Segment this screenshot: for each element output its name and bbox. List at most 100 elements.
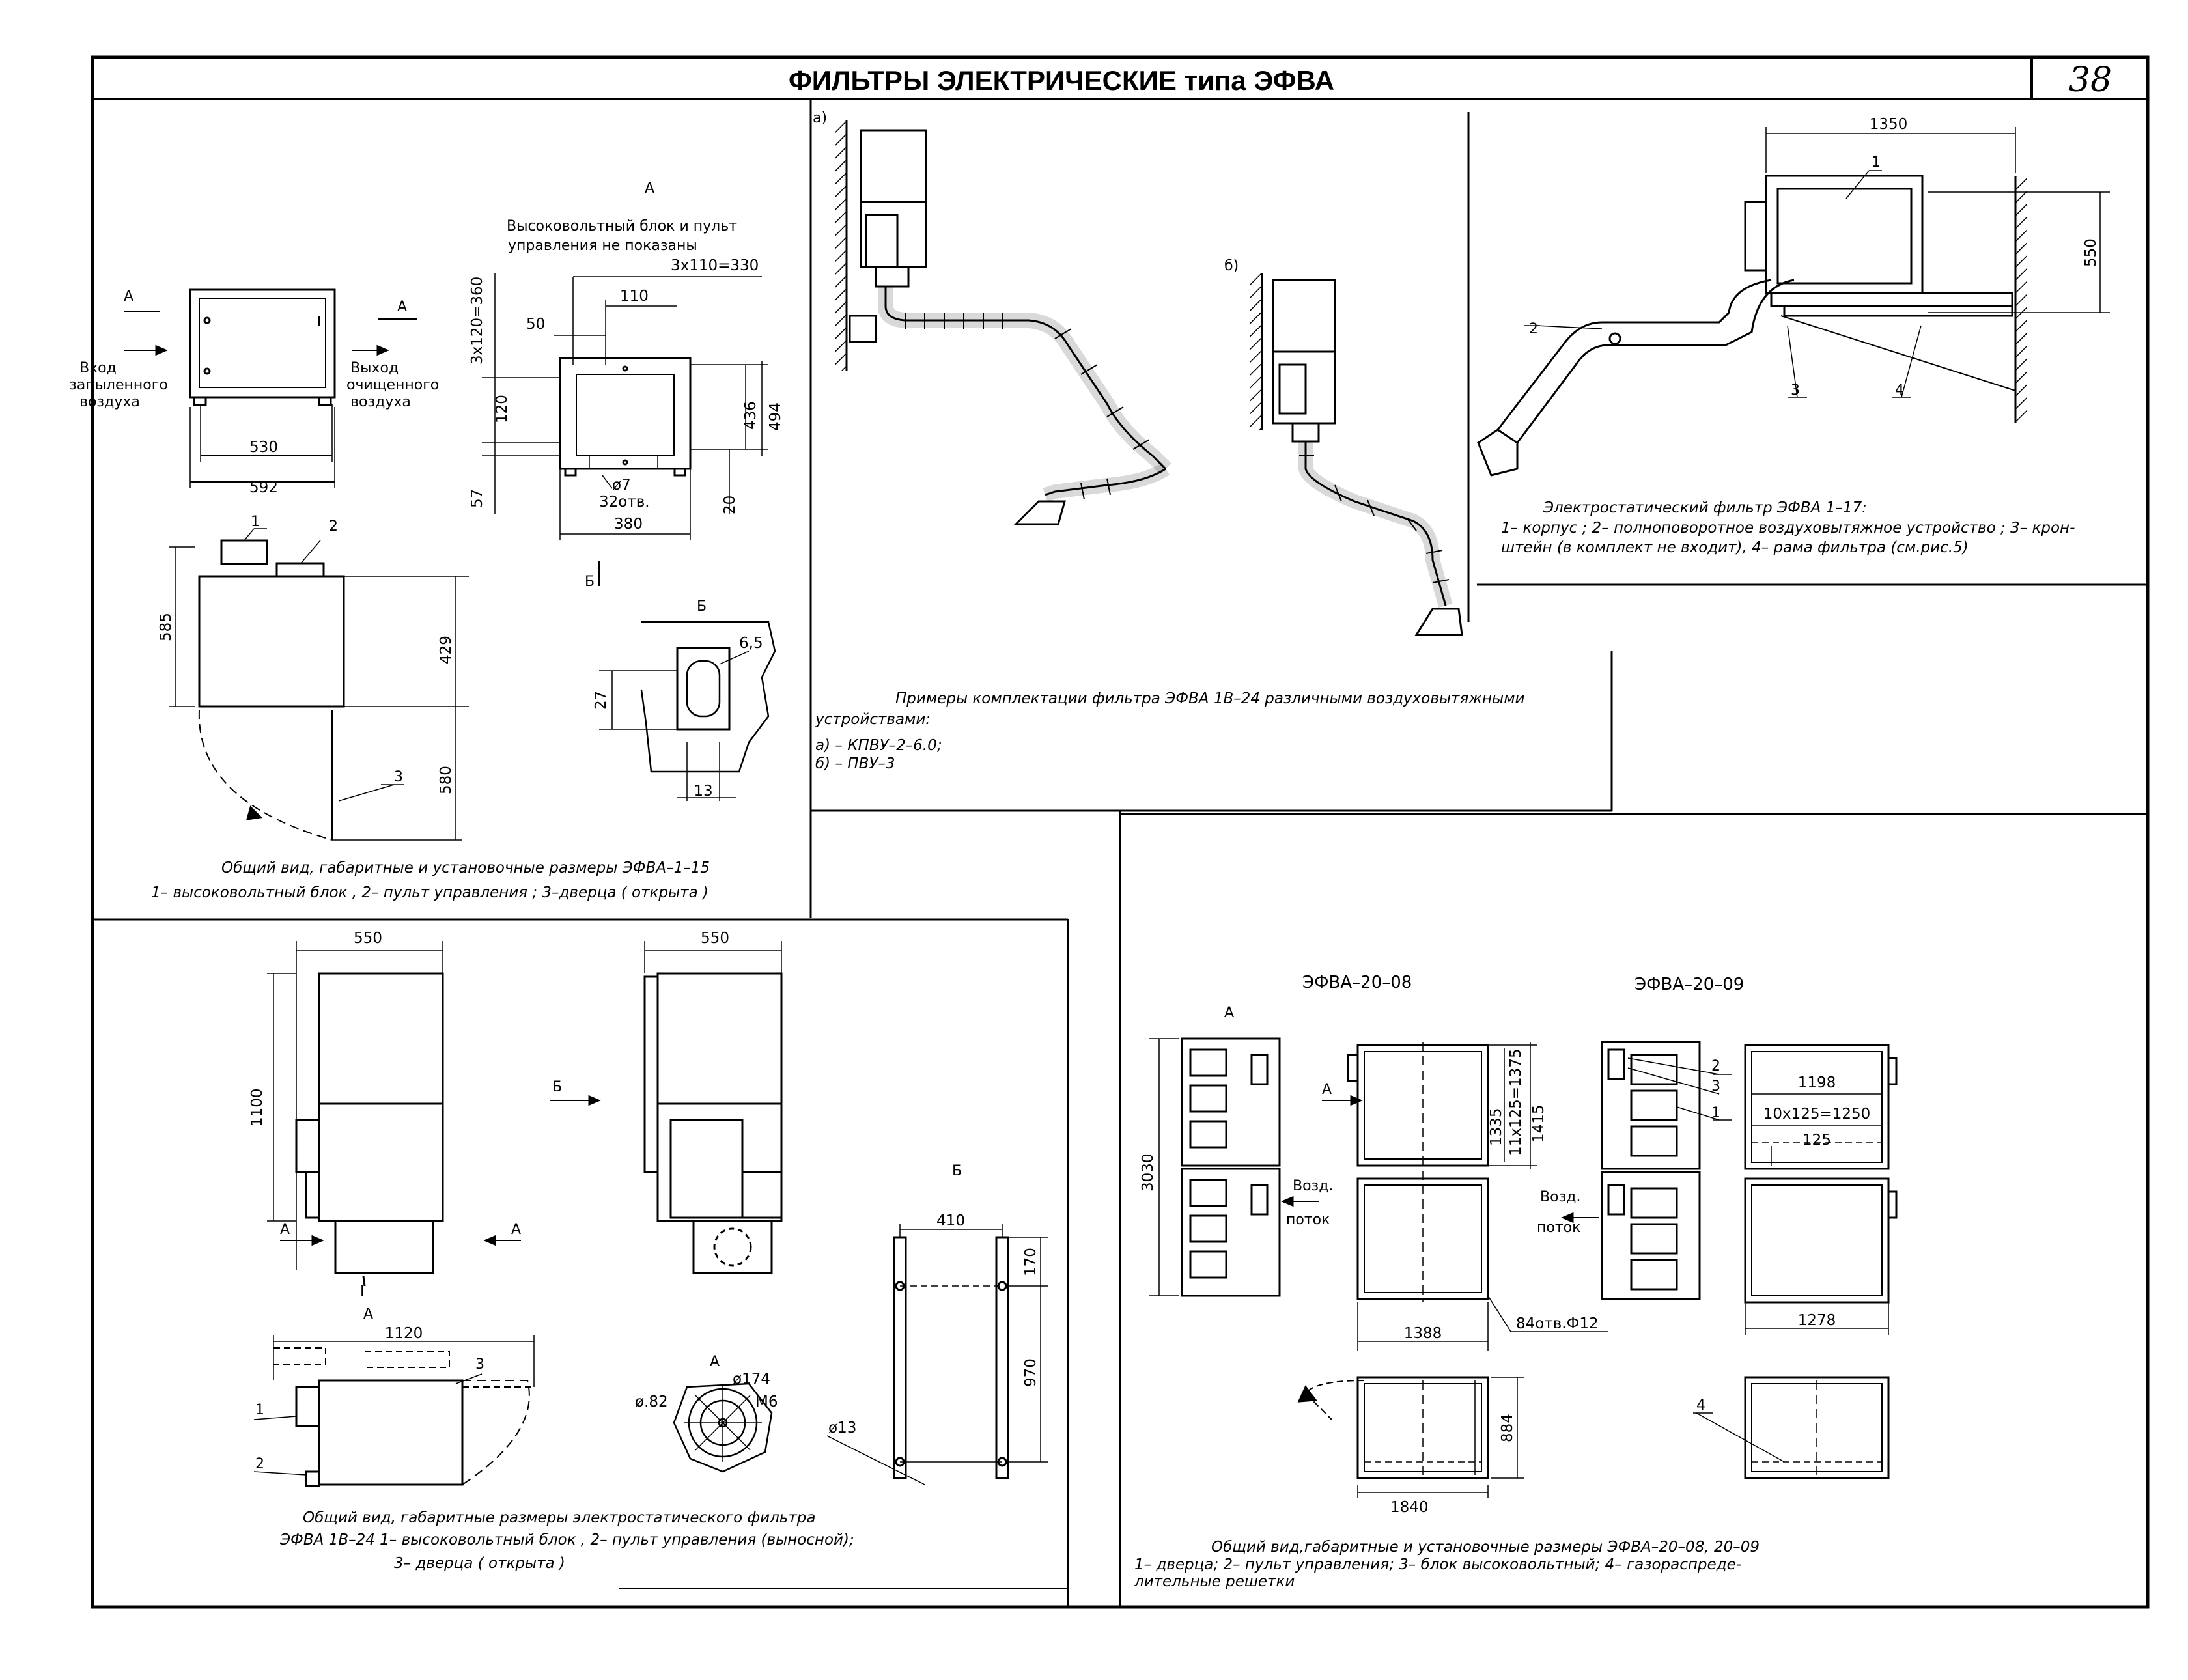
arrow-b: Б — [552, 1079, 562, 1095]
dim-1100: 1100 — [249, 1088, 266, 1127]
sheet-title: ФИЛЬТРЫ ЭЛЕКТРИЧЕСКИЕ типа ЭФВА — [789, 65, 1334, 96]
view-a-label: А — [645, 180, 654, 197]
dim-530: 530 — [249, 439, 278, 456]
dim-1198: 1198 — [1798, 1074, 1836, 1091]
flange-view-label: А — [710, 1354, 720, 1370]
callout-1: 1 — [251, 514, 260, 530]
efva-1-17-drawing — [1477, 127, 2110, 477]
panel3-caption-2: 1– корпус ; 2– полноповоротное воздуховы… — [1501, 520, 2075, 537]
inlet-label-2: запыленного — [69, 377, 168, 393]
front-views-efva-1v-24 — [267, 941, 783, 1287]
flow-left-1: Возд. — [1293, 1178, 1333, 1194]
caption-line-2: 1– высоковольтный блок , 2– пульт управл… — [151, 884, 708, 901]
dim-holes: 84отв.Ф12 — [1516, 1315, 1599, 1332]
panel-efva-1-15: А А Вход запыленного воздуха Выход очище… — [69, 180, 784, 901]
dim-1350: 1350 — [1870, 116, 1908, 133]
callout-2: 2 — [329, 518, 338, 535]
panel-dividers — [92, 99, 2148, 1607]
dim-550-right: 550 — [701, 930, 729, 947]
mark-i: I — [360, 1283, 365, 1300]
dim-11x125: 11x125=1375 — [1508, 1048, 1524, 1156]
dim-1335: 1335 — [1488, 1108, 1505, 1146]
dim-436: 436 — [742, 401, 759, 430]
dim-27: 27 — [593, 691, 610, 710]
arrow-a-left: А — [124, 288, 133, 305]
dim-580: 580 — [438, 766, 455, 794]
note-line-1: Высоковольтный блок и пульт — [507, 218, 737, 234]
dim-592: 592 — [249, 479, 278, 496]
panel4-caption-1: Общий вид, габаритные размеры электроста… — [303, 1509, 815, 1526]
view-a-label: А — [363, 1306, 373, 1323]
dim-50: 50 — [526, 316, 545, 333]
dim-1120: 1120 — [385, 1325, 423, 1342]
dim-550: 550 — [2083, 238, 2099, 267]
panel2-caption-4: б) – ПВУ–3 — [815, 755, 895, 772]
outlet-label-1: Выход — [350, 360, 399, 376]
dim-1415: 1415 — [1530, 1104, 1547, 1143]
dim-hole-diameter: ø7 — [612, 477, 631, 494]
panel3-caption-1: Электростатический фильтр ЭФВА 1–17: — [1543, 499, 1867, 516]
callout-4: 4 — [1895, 382, 1904, 399]
panel5-caption-3: лительные решетки — [1134, 1573, 1295, 1590]
arrow-a-right: А — [397, 299, 407, 315]
plan-view-a — [482, 273, 768, 540]
callout-3: 3 — [1711, 1078, 1720, 1095]
callout-2: 2 — [1529, 321, 1538, 337]
view-a-label: А — [1224, 1005, 1234, 1021]
panel-efva-1-17: 1350 550 1 2 3 4 Электростатический филь… — [1477, 116, 2110, 556]
dim-1840: 1840 — [1390, 1499, 1429, 1516]
dim-170: 170 — [1022, 1248, 1039, 1276]
flange-detail — [673, 1382, 773, 1473]
callout-1: 1 — [255, 1402, 264, 1418]
callout-1: 1 — [1872, 154, 1881, 171]
label-a: а) — [813, 110, 827, 126]
dim-970: 970 — [1022, 1358, 1039, 1387]
note-line-2: управления не показаны — [508, 238, 697, 254]
side-view-efva-1-15 — [169, 528, 469, 841]
example-a-kpvu — [835, 120, 1171, 525]
panel-efva-1v-24-examples: а) б) — [813, 110, 1525, 772]
flow-right-2: поток — [1537, 1220, 1580, 1236]
dim-13: 13 — [694, 783, 712, 800]
dim-10x125: 10x125=1250 — [1763, 1106, 1871, 1123]
title-efva-20-08: ЭФВА–20–08 — [1302, 973, 1412, 992]
panel-efva-20-08-20-09: ЭФВА–20–08 ЭФВА–20–09 А — [1134, 973, 1898, 1590]
dim-1278: 1278 — [1798, 1312, 1836, 1329]
flow-left-2: поток — [1286, 1212, 1330, 1228]
panel5-caption-1: Общий вид,габаритные и установочные разм… — [1211, 1539, 1760, 1556]
arrow-a-right: А — [511, 1222, 521, 1238]
dim-bolt-hole: ø13 — [828, 1420, 856, 1436]
dim-429: 429 — [438, 636, 455, 664]
callout-3: 3 — [475, 1356, 484, 1373]
callout-4: 4 — [1696, 1397, 1705, 1414]
title-efva-20-09: ЭФВА–20–09 — [1634, 975, 1744, 994]
panel3-caption-3: штейн (в комплект не входит), 4– рама фи… — [1501, 539, 1969, 556]
panel4-caption-2: ЭФВА 1В–24 1– высоковольтный блок , 2– п… — [279, 1532, 854, 1548]
front-view-efva-1-15 — [124, 288, 417, 488]
efva-20-08-drawing — [1149, 1037, 1608, 1498]
callout-3: 3 — [1791, 382, 1800, 399]
panel2-caption-2: устройствами: — [815, 711, 931, 728]
dim-585: 585 — [158, 613, 175, 641]
page-number: 38 — [2069, 61, 2112, 100]
dim-3030: 3030 — [1140, 1153, 1157, 1192]
callout-2: 2 — [255, 1456, 264, 1472]
view-b-mark: Б — [585, 574, 595, 590]
flow-right-1: Возд. — [1540, 1189, 1580, 1205]
dim-3x120: 3x120=360 — [469, 277, 486, 365]
dim-3x110: 3x110=330 — [671, 257, 759, 274]
dim-6-5: 6,5 — [739, 635, 763, 652]
outlet-label-3: воздуха — [350, 394, 411, 410]
plan-view-efva-1v-24 — [253, 1335, 535, 1487]
arrow-a-left: А — [280, 1222, 290, 1238]
dim-120: 120 — [494, 395, 511, 423]
caption-line-1: Общий вид, габаритные и установочные раз… — [221, 860, 710, 876]
panel2-caption-3: а) – КПВУ–2–6.0; — [815, 737, 942, 754]
callout-1: 1 — [1711, 1105, 1720, 1121]
example-b-pvu — [1250, 273, 1463, 636]
dim-380: 380 — [614, 516, 643, 533]
callout-2: 2 — [1711, 1058, 1720, 1074]
dim-494: 494 — [767, 402, 784, 431]
panel5-caption-2: 1– дверца; 2– пульт управления; 3– блок … — [1134, 1556, 1741, 1573]
